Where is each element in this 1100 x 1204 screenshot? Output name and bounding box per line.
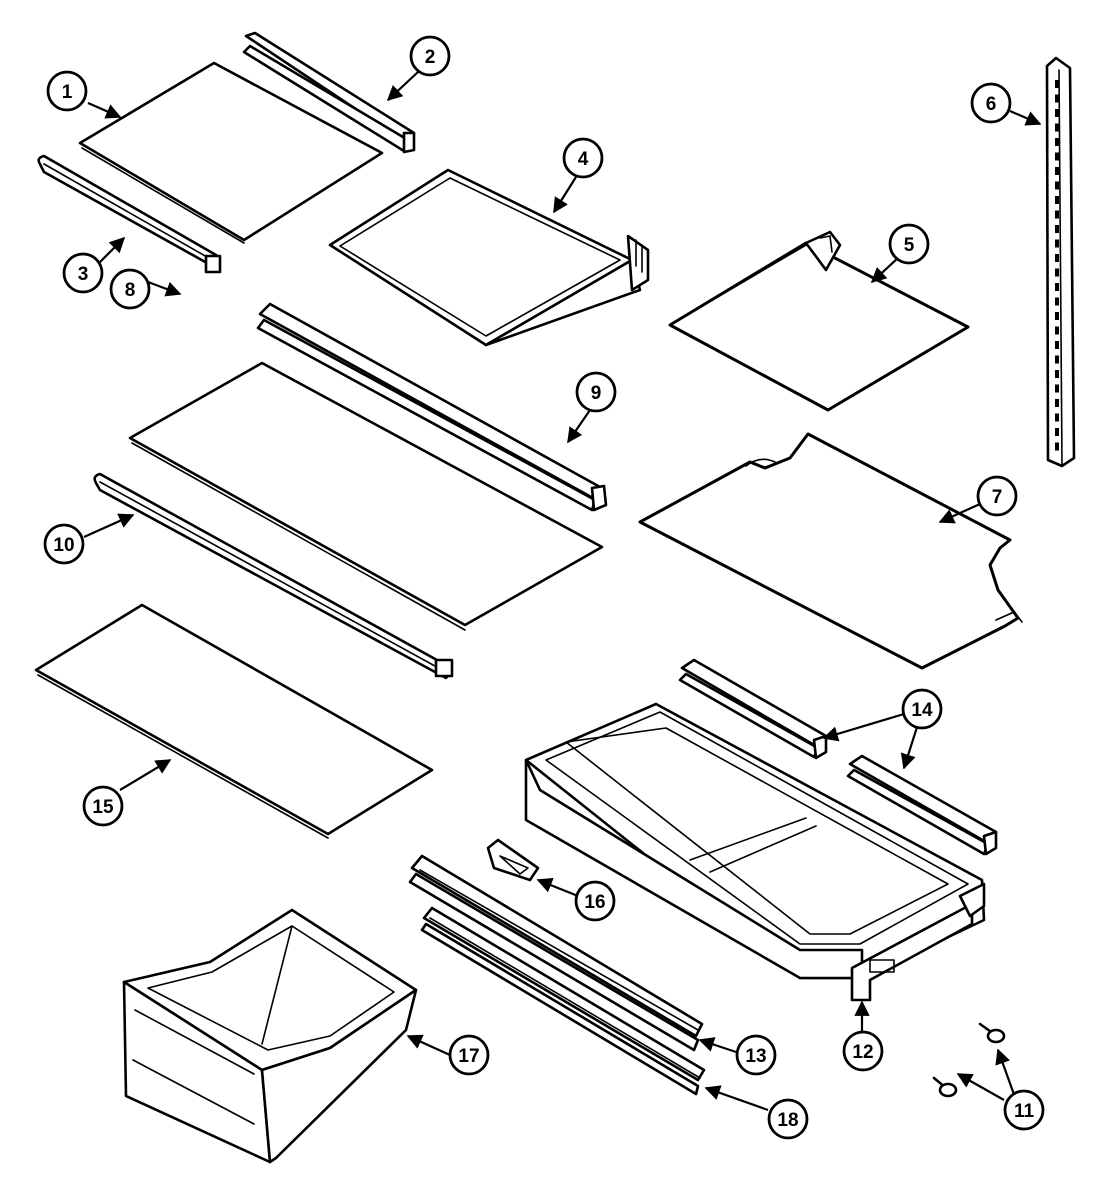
callout-9-label: 9	[591, 383, 602, 404]
callout-4: 4	[562, 137, 604, 179]
rail-slot	[1055, 355, 1059, 364]
rail-slot	[1055, 210, 1059, 219]
part-front-trim-small	[37, 154, 222, 274]
rail-slot	[1055, 268, 1059, 277]
part-shelf-ladder-rail	[1045, 56, 1076, 468]
rail-slot	[1055, 428, 1059, 436]
callout-3: 3	[62, 252, 104, 294]
callout-10: 10	[43, 523, 85, 565]
part-crisper-cover	[34, 603, 434, 839]
rail-slot	[1055, 109, 1059, 117]
part-rear-trim-large	[256, 302, 608, 512]
callout-17: 17	[448, 1034, 490, 1076]
rail-slot	[1055, 225, 1059, 233]
callout-11-label: 11	[1014, 1101, 1035, 1122]
callout-13: 13	[735, 1034, 777, 1076]
part-glass-shelf-large	[128, 361, 604, 631]
callout-16: 16	[574, 880, 616, 922]
callout-6-label: 6	[986, 94, 997, 115]
part-drawer-slide-18	[420, 906, 706, 1096]
rail-slot	[1055, 181, 1059, 190]
rail-slot	[1055, 413, 1059, 422]
callout-5: 5	[888, 223, 930, 265]
callout-2-label: 2	[425, 47, 436, 68]
rail-slot	[1055, 326, 1059, 335]
rail-slot	[1055, 370, 1059, 378]
callout-18: 18	[767, 1098, 809, 1140]
part-front-trim-large	[93, 472, 454, 680]
part-wire-frame	[638, 432, 1023, 670]
callout-6: 6	[970, 82, 1012, 124]
callout-7-label: 7	[992, 487, 1003, 508]
rail-slot	[1055, 442, 1059, 451]
callout-5-label: 5	[904, 235, 915, 256]
rail-slot	[1055, 312, 1059, 320]
callout-12-label: 12	[852, 1042, 873, 1063]
callout-1: 1	[46, 70, 88, 112]
rail-slot	[1055, 196, 1059, 204]
callout-13-label: 13	[745, 1046, 766, 1067]
leader-lines	[83, 71, 1042, 1112]
callout-17-label: 17	[458, 1046, 479, 1067]
part-crisper-cover-rail-a	[678, 658, 828, 760]
callout-8-label: 8	[125, 280, 136, 301]
rail-slot	[1055, 94, 1059, 103]
rail-slot	[1055, 80, 1059, 88]
part-rear-trim-small	[242, 31, 416, 154]
rail-slot	[1055, 283, 1059, 291]
callout-15-label: 15	[92, 797, 114, 818]
part-clip	[486, 838, 540, 882]
rail-slot	[1055, 152, 1059, 161]
part-crisper-drawer	[122, 908, 418, 1164]
callout-3-label: 3	[78, 264, 89, 285]
rail-slot	[1055, 297, 1059, 306]
callout-18-label: 18	[777, 1110, 798, 1131]
part-cantilever-shelf	[328, 168, 650, 347]
callout-9: 9	[575, 371, 617, 413]
rail-slot	[1055, 254, 1059, 262]
rail-slot	[1055, 399, 1059, 407]
callout-11: 11	[1003, 1089, 1045, 1131]
callout-2: 2	[409, 35, 451, 77]
callout-10-label: 10	[53, 535, 74, 556]
rail-slot	[1055, 239, 1059, 248]
rail-slot	[1055, 167, 1059, 175]
callout-1-label: 1	[62, 82, 73, 103]
callout-14-label: 14	[911, 700, 933, 721]
rail-slot	[1055, 138, 1059, 146]
rail-slot	[1055, 341, 1059, 349]
callout-7: 7	[976, 475, 1018, 517]
callout-16-label: 16	[584, 892, 605, 913]
part-glass-shelf-small	[78, 61, 384, 244]
rail-slot	[1055, 384, 1059, 393]
part-crisper-frame	[524, 702, 986, 1002]
callout-15: 15	[82, 785, 124, 827]
part-screw-a	[978, 1022, 1006, 1044]
callout-8: 8	[109, 268, 151, 310]
part-crisper-cover-rail-b	[846, 754, 998, 856]
part-screw-b	[932, 1076, 958, 1098]
rail-slot	[1055, 123, 1059, 132]
callout-12: 12	[842, 1030, 884, 1072]
part-wire-shelf	[668, 230, 970, 412]
callout-14: 14	[901, 688, 943, 730]
part-drawer-slide-13	[408, 854, 704, 1052]
callout-4-label: 4	[578, 149, 589, 170]
